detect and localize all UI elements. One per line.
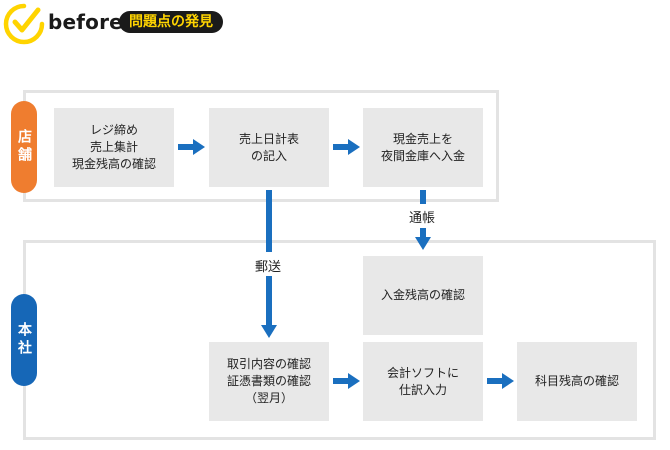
problem-discovery-badge: 問題点の発見: [119, 11, 223, 33]
store-section-label: 店舗: [11, 101, 37, 193]
clock-check-icon: [3, 3, 45, 45]
mail-edge-label: 郵送: [253, 256, 284, 275]
doc-check-node: 取引内容の確認 証憑書類の確認 （翌月）: [209, 342, 329, 421]
before-label: before: [48, 10, 123, 34]
hq-section-label: 本社: [11, 294, 37, 386]
account-check-text: 科目残高の確認: [534, 374, 619, 388]
passbook-edge-label: 通帳: [407, 207, 438, 226]
deposit-check-text: 入金残高の確認: [380, 288, 465, 302]
doc-check-text: 取引内容の確認 証憑書類の確認 （翌月）: [226, 357, 311, 405]
software-entry-node: 会計ソフトに 仕訳入力: [363, 342, 483, 421]
account-check-node: 科目残高の確認: [517, 342, 637, 421]
software-entry-text: 会計ソフトに 仕訳入力: [386, 365, 459, 397]
night-deposit-text: 現金売上を 夜間金庫へ入金: [380, 131, 465, 163]
sales-record-text: 売上日計表 の記入: [238, 131, 299, 163]
sales-record-node: 売上日計表 の記入: [209, 108, 329, 187]
register-check-text: レジ締め 売上集計 現金残高の確認: [71, 123, 156, 171]
register-check-node: レジ締め 売上集計 現金残高の確認: [54, 108, 174, 187]
deposit-check-node: 入金残高の確認: [363, 256, 483, 335]
night-deposit-node: 現金売上を 夜間金庫へ入金: [363, 108, 483, 187]
